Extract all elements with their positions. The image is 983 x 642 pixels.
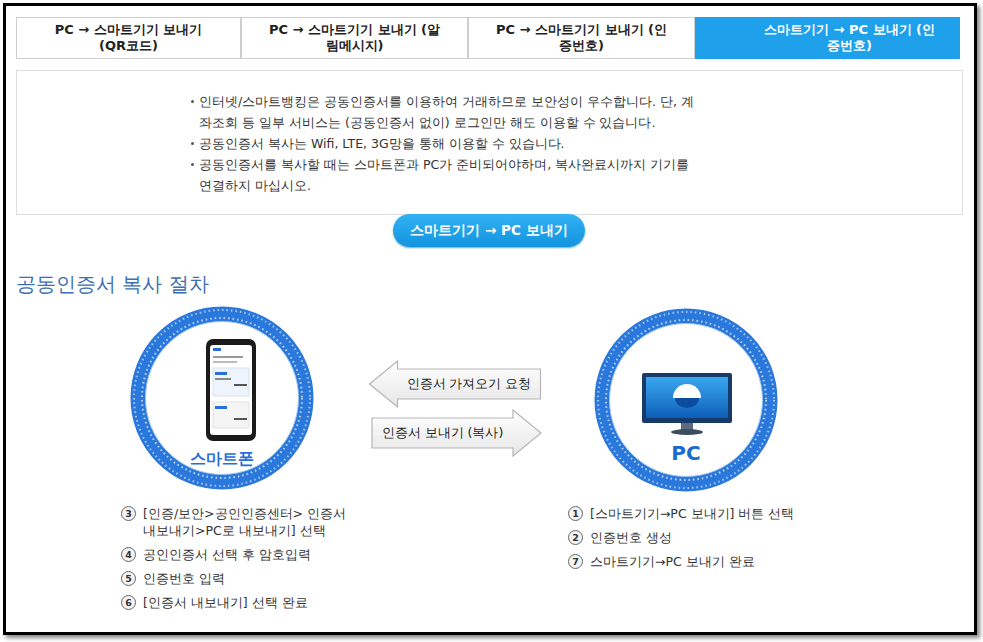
bullet-dot bbox=[191, 142, 194, 145]
step-text: 공인인증서 선택 후 암호입력 bbox=[143, 546, 348, 563]
arrow-shape bbox=[370, 361, 541, 407]
step-text: [인증/보안>공인인증센터> 인증서 내보내기>PC로 내보내기] 선택 bbox=[143, 505, 348, 539]
tab-label: PC → 스마트기기 보내기 (QR코드) bbox=[43, 22, 215, 54]
callout-number: 4 bbox=[121, 547, 136, 562]
active-tab: 스마트기기 → PC 보내기 (인증번호) bbox=[695, 17, 960, 59]
step-text: 스마트기기→PC 보내기 완료 bbox=[590, 553, 850, 570]
notice-text: 공동인증서를 복사할 때는 스마트폰과 PC가 준비되어야하며, 복사완료시까지… bbox=[199, 154, 699, 196]
block-arrow bbox=[370, 361, 541, 407]
notice-text: 공동인증서 복사는 Wifi, LTE, 3G망을 통해 이용할 수 있습니다. bbox=[199, 133, 699, 154]
step-text: 인증번호 입력 bbox=[143, 570, 348, 587]
arrow-label: 인증서 보내기 (복사) bbox=[382, 425, 504, 442]
notice-text: 인터넷/스마트뱅킹은 공동인증서를 이용하여 거래하므로 보안성이 우수합니다.… bbox=[199, 91, 699, 133]
bullet-dot bbox=[191, 100, 194, 103]
device-label: 스마트폰 bbox=[130, 449, 314, 470]
monitor-illustration bbox=[642, 373, 732, 435]
callout-number: 7 bbox=[568, 554, 583, 569]
callout-number: 1 bbox=[568, 506, 583, 521]
arrow-shape bbox=[372, 410, 541, 456]
step-text: [스마트기기→PC 보내기] 버튼 선택 bbox=[590, 505, 850, 522]
button-label: 스마트기기 → PC 보내기 bbox=[410, 222, 567, 240]
device-label: PC bbox=[594, 441, 778, 465]
tab-label: PC → 스마트기기 보내기 (인증번호) bbox=[496, 22, 668, 54]
notice-panel: 인터넷/스마트뱅킹은 공동인증서를 이용하여 거래하므로 보안성이 우수합니다.… bbox=[16, 70, 963, 215]
pc-circle: PC bbox=[594, 308, 778, 492]
smartphone-circle: 스마트폰 bbox=[130, 306, 314, 490]
tab-label: 스마트기기 → PC 보내기 (인증번호) bbox=[764, 22, 936, 54]
callout-number: 2 bbox=[568, 530, 583, 545]
bullet-dot bbox=[191, 163, 194, 166]
callout-number: 3 bbox=[121, 506, 136, 521]
tab: PC → 스마트기기 보내기 (알림메시지) bbox=[241, 17, 468, 59]
step-text: [인증서 내보내기] 선택 완료 bbox=[143, 594, 348, 611]
callout-number: 6 bbox=[121, 595, 136, 610]
tab: PC → 스마트기기 보내기 (QR코드) bbox=[16, 17, 241, 59]
tab-label: PC → 스마트기기 보내기 (알림메시지) bbox=[269, 22, 441, 54]
section-title: 공동인증서 복사 절차 bbox=[16, 271, 209, 298]
step-text: 인증번호 생성 bbox=[590, 529, 850, 546]
smartphone-illustration bbox=[206, 339, 256, 441]
tab: PC → 스마트기기 보내기 (인증번호) bbox=[468, 17, 695, 59]
block-arrow bbox=[372, 410, 541, 456]
arrow-label: 인증서 가져오기 요청 bbox=[407, 376, 532, 393]
action-button: 스마트기기 → PC 보내기 bbox=[393, 214, 585, 247]
callout-number: 5 bbox=[121, 571, 136, 586]
